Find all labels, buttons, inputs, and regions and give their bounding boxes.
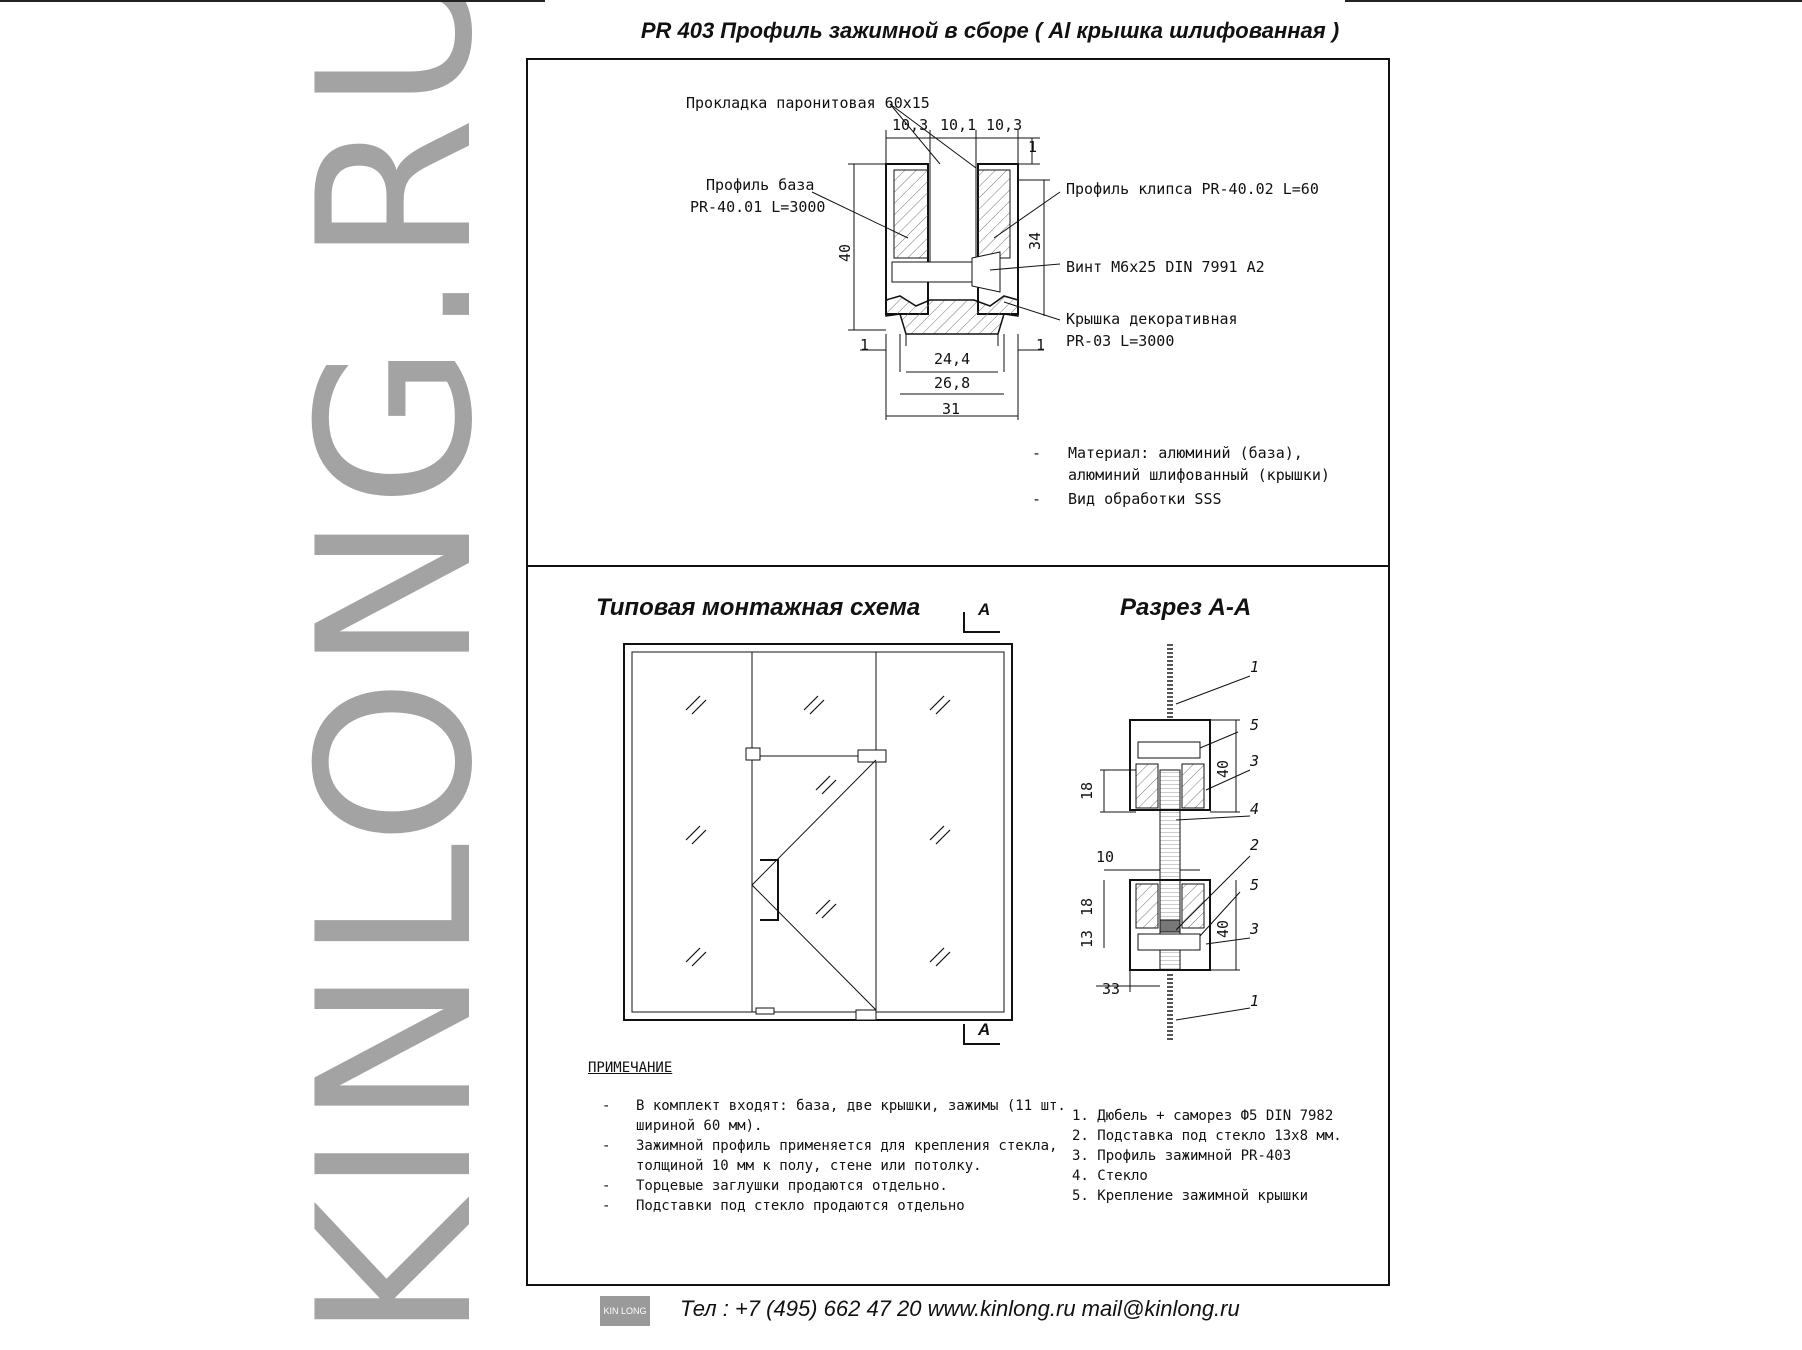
note-item-2: шириной 60 мм). xyxy=(636,1118,763,1134)
note-dash-3: - xyxy=(602,1178,611,1194)
note-item-6: Подставки под стекло продаются отдельно xyxy=(636,1198,965,1214)
drawing-frame xyxy=(526,58,1390,1286)
dim-26-8: 26,8 xyxy=(934,374,971,392)
dim-40: 40 xyxy=(836,243,855,263)
note-item-5: Торцевые заглушки продаются отдельно. xyxy=(636,1178,948,1194)
dim-aa-18-top: 18 xyxy=(1078,781,1097,801)
label-gasket: Прокладка паронитовая 60х15 xyxy=(686,94,930,112)
frame-divider xyxy=(526,565,1390,567)
dim-34: 34 xyxy=(1026,231,1045,251)
note-item-3: Зажимной профиль применяется для креплен… xyxy=(636,1138,1058,1154)
dim-1-left: 1 xyxy=(860,336,870,354)
profile-cross-section xyxy=(811,103,1061,420)
kinlong-logo: KIN LONG xyxy=(600,1296,650,1326)
section-aa-drawing xyxy=(1096,644,1251,1042)
material-note-1: Материал: алюминий (база), xyxy=(1068,444,1303,462)
mounting-title: Типовая монтажная схема xyxy=(596,594,921,621)
label-clip: Профиль клипса PR-40.02 L=60 xyxy=(1066,180,1319,198)
legend-item-2: 2. Подставка под стекло 13х8 мм. xyxy=(1072,1128,1342,1144)
document-title: PR 403 Профиль зажимной в сборе ( Al кры… xyxy=(640,18,1340,43)
dim-1-top: 1 xyxy=(1028,138,1038,156)
callout-5-bottom: 5 xyxy=(1250,876,1260,894)
top-rule-left xyxy=(0,0,545,2)
legend-item-5: 5. Крепление зажимной крышки xyxy=(1072,1188,1309,1204)
dim-aa-40-top: 40 xyxy=(1214,759,1233,779)
dim-aa-33: 33 xyxy=(1102,980,1121,998)
callout-2: 2 xyxy=(1250,836,1260,854)
dim-aa-13: 13 xyxy=(1078,929,1097,949)
section-mark-bottom: A xyxy=(978,1020,991,1039)
dim-24-4: 24,4 xyxy=(934,350,971,368)
top-rule-right xyxy=(1345,0,1802,2)
label-cover-line1: Крышка декоративная xyxy=(1066,310,1238,328)
dim-1-right: 1 xyxy=(1036,336,1046,354)
legend-item-1: 1. Дюбель + саморез Ф5 DIN 7982 xyxy=(1072,1108,1334,1124)
section-mark-top: A xyxy=(978,600,991,619)
mounting-scheme-drawing xyxy=(623,612,1013,1045)
dim-10-3-right: 10,3 xyxy=(986,116,1023,134)
note-item-4: толщиной 10 мм к полу, стене или потолку… xyxy=(636,1158,982,1174)
label-base-line1: Профиль база xyxy=(706,176,815,194)
callout-1-top: 1 xyxy=(1250,658,1260,676)
dim-aa-18-bottom: 18 xyxy=(1078,897,1097,917)
callout-1-bottom: 1 xyxy=(1250,992,1260,1010)
section-aa-title: Разрез А-А xyxy=(1120,594,1252,621)
note-dash-1: - xyxy=(602,1098,611,1114)
note-dash-4: - xyxy=(602,1198,611,1214)
callout-5-top: 5 xyxy=(1250,716,1260,734)
note-heading: ПРИМЕЧАНИЕ xyxy=(588,1060,673,1076)
dim-10-1: 10,1 xyxy=(940,116,977,134)
note-item-1: В комплект входят: база, две крышки, заж… xyxy=(636,1098,1066,1114)
legend-item-3: 3. Профиль зажимной PR-403 xyxy=(1072,1148,1292,1164)
label-base-line2: PR-40.01 L=3000 xyxy=(690,198,826,216)
label-screw: Винт М6х25 DIN 7991 А2 xyxy=(1066,258,1265,276)
note-dash-2: - xyxy=(602,1138,611,1154)
label-cover-line2: PR-03 L=3000 xyxy=(1066,332,1175,350)
dim-10-3-left: 10,3 xyxy=(892,116,929,134)
legend-item-4: 4. Стекло xyxy=(1072,1168,1148,1184)
dim-31: 31 xyxy=(942,400,961,418)
material-note-2: алюминий шлифованный (крышки) xyxy=(1068,466,1330,484)
callout-4: 4 xyxy=(1250,800,1260,818)
dim-aa-10: 10 xyxy=(1096,848,1115,866)
material-dash-2: - xyxy=(1032,490,1042,508)
dim-aa-40-bottom: 40 xyxy=(1214,919,1233,939)
material-dash-1: - xyxy=(1032,444,1042,462)
footer-contacts: Тел : +7 (495) 662 47 20 www.kinlong.ru … xyxy=(680,1296,1240,1321)
callout-3-bottom: 3 xyxy=(1250,920,1260,938)
material-note-3: Вид обработки SSS xyxy=(1068,490,1222,508)
callout-3-top: 3 xyxy=(1250,752,1260,770)
